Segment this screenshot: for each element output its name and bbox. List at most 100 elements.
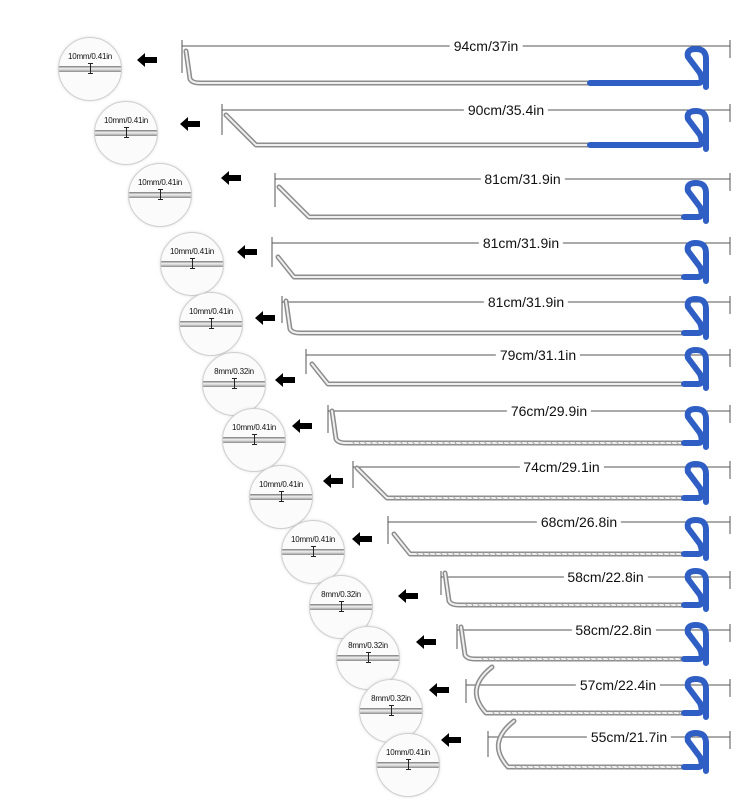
rod-twist-texture bbox=[351, 440, 686, 446]
diameter-label: 10mm/0.41in bbox=[188, 307, 234, 316]
diameter-callout: 10mm/0.41in bbox=[179, 292, 243, 356]
length-label: 68cm/26.8in bbox=[536, 514, 622, 530]
handle bbox=[681, 406, 709, 450]
diameter-marker-icon bbox=[252, 434, 257, 445]
diameter-callout: 10mm/0.41in bbox=[249, 465, 313, 529]
arrow-left-icon bbox=[237, 245, 257, 259]
diameter-marker-icon bbox=[88, 63, 93, 74]
arrow-left-icon bbox=[416, 635, 436, 649]
tool-9 bbox=[387, 516, 731, 561]
diameter-marker-icon bbox=[124, 127, 129, 138]
diameter-callout: 10mm/0.41in bbox=[58, 37, 122, 101]
arrow-left-icon bbox=[398, 589, 418, 603]
arrow-left-icon bbox=[255, 311, 275, 325]
handle bbox=[681, 676, 709, 720]
length-label: 94cm/37in bbox=[449, 38, 523, 54]
rod bbox=[356, 467, 691, 499]
diameter-callout: 8mm/0.32in bbox=[202, 352, 266, 416]
rod-twist-texture bbox=[480, 656, 683, 662]
diameter-callout: 10mm/0.41in bbox=[281, 520, 345, 584]
diameter-callout: 10mm/0.41in bbox=[128, 163, 192, 227]
arrow-left-icon bbox=[180, 117, 200, 131]
arrow-left-icon bbox=[275, 373, 295, 387]
arrow-left-icon bbox=[441, 733, 461, 747]
handle bbox=[681, 296, 709, 340]
length-label: 81cm/31.9in bbox=[478, 235, 564, 251]
rod bbox=[225, 114, 691, 146]
tool-8 bbox=[352, 461, 731, 505]
diameter-label: 8mm/0.32in bbox=[214, 367, 254, 376]
length-label: 81cm/31.9in bbox=[480, 171, 565, 187]
rod bbox=[311, 363, 691, 385]
length-label: 58cm/22.8in bbox=[571, 622, 656, 638]
diameter-callout: 10mm/0.41in bbox=[160, 232, 224, 296]
diameter-marker-icon bbox=[366, 652, 371, 663]
handle bbox=[681, 461, 709, 505]
arrow-left-icon bbox=[137, 53, 157, 67]
rod bbox=[278, 186, 691, 218]
tool-1 bbox=[181, 40, 731, 90]
diameter-marker-icon bbox=[311, 546, 316, 557]
diameter-label: 10mm/0.41in bbox=[67, 52, 113, 61]
diameter-marker-icon bbox=[209, 318, 214, 329]
diameter-label: 10mm/0.41in bbox=[137, 178, 183, 187]
diameter-label: 8mm/0.32in bbox=[321, 590, 361, 599]
rod bbox=[393, 533, 691, 555]
diameter-label: 10mm/0.41in bbox=[169, 247, 215, 256]
rod-twist-texture bbox=[464, 602, 685, 608]
rod-outline bbox=[223, 112, 693, 148]
rod-twist-texture bbox=[491, 710, 682, 716]
diameter-label: 10mm/0.41in bbox=[231, 423, 277, 432]
rod bbox=[277, 256, 691, 278]
diameter-callout: 10mm/0.41in bbox=[222, 408, 286, 472]
rod-outline bbox=[309, 361, 693, 387]
diameter-label: 10mm/0.41in bbox=[385, 748, 431, 757]
rod bbox=[185, 50, 691, 84]
rod-twist-texture bbox=[415, 551, 684, 557]
handle bbox=[587, 46, 709, 90]
diameter-marker-icon bbox=[190, 258, 195, 269]
rod-outline bbox=[391, 531, 693, 557]
diameter-marker-icon bbox=[339, 601, 344, 612]
rod bbox=[331, 410, 691, 444]
rod bbox=[444, 572, 691, 606]
diameter-label: 10mm/0.41in bbox=[103, 116, 149, 125]
diameter-marker-icon bbox=[406, 759, 411, 770]
arrow-left-icon bbox=[352, 532, 372, 546]
length-label: 74cm/29.1in bbox=[519, 459, 604, 475]
diameter-label: 8mm/0.32in bbox=[371, 694, 411, 703]
handle bbox=[681, 568, 709, 612]
diameter-callout: 10mm/0.41in bbox=[376, 733, 440, 797]
rod bbox=[475, 666, 691, 714]
tool-12 bbox=[465, 664, 731, 720]
diameter-label: 10mm/0.41in bbox=[258, 480, 304, 489]
tool-10 bbox=[440, 568, 731, 612]
length-label: 81cm/31.9in bbox=[483, 294, 569, 310]
handle bbox=[681, 180, 709, 224]
diameter-label: 10mm/0.41in bbox=[290, 535, 336, 544]
diameter-marker-icon bbox=[232, 378, 237, 389]
handle bbox=[681, 240, 709, 284]
length-label: 57cm/22.4in bbox=[575, 677, 661, 693]
diameter-label: 8mm/0.32in bbox=[348, 641, 388, 650]
length-label: 90cm/35.4in bbox=[463, 102, 549, 118]
rod-twist-texture bbox=[392, 495, 685, 501]
diameter-marker-icon bbox=[279, 491, 284, 502]
handle bbox=[681, 622, 709, 666]
diameter-marker-icon bbox=[158, 189, 163, 200]
handle bbox=[681, 517, 709, 561]
handle bbox=[681, 347, 709, 391]
diameter-callout: 10mm/0.41in bbox=[94, 101, 158, 165]
rod-outline bbox=[275, 254, 693, 280]
diameter-marker-icon bbox=[389, 705, 394, 716]
rod-outline bbox=[276, 184, 693, 220]
diameter-callout: 8mm/0.32in bbox=[309, 575, 373, 639]
diameter-callout: 8mm/0.32in bbox=[336, 626, 400, 690]
arrow-left-icon bbox=[292, 419, 312, 433]
rod bbox=[460, 626, 691, 660]
length-label: 55cm/21.7in bbox=[586, 729, 672, 745]
length-label: 79cm/31.1in bbox=[495, 347, 581, 363]
length-label: 76cm/29.9in bbox=[506, 403, 592, 419]
arrow-left-icon bbox=[323, 474, 343, 488]
